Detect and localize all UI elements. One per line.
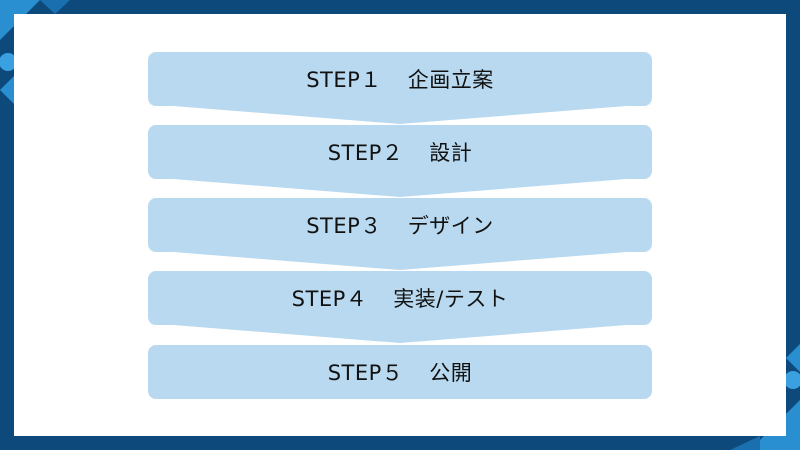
step-1-arrow [148, 104, 652, 124]
step-3-box: STEP３ デザイン [148, 198, 652, 252]
step-2-arrow [148, 177, 652, 197]
step-1-label: 企画立案 [407, 68, 494, 92]
step-4-box: STEP４ 実装/テスト [148, 271, 652, 325]
step-2-number: STEP２ [327, 141, 404, 165]
step-2-label: 設計 [429, 141, 473, 165]
step-3-label: デザイン [407, 214, 494, 238]
step-4-number: STEP４ [291, 287, 368, 311]
step-1-number: STEP１ [306, 68, 382, 92]
step-1-box: STEP１ 企画立案 [148, 52, 652, 106]
step-5-label: 公開 [429, 361, 473, 385]
step-4-label: 実装/テスト [393, 287, 509, 311]
step-3-number: STEP３ [306, 214, 382, 238]
step-3-arrow [148, 250, 652, 270]
step-4-arrow [148, 323, 652, 343]
step-5-box: STEP５ 公開 [148, 345, 652, 399]
step-5-number: STEP５ [327, 361, 404, 385]
step-2-box: STEP２ 設計 [148, 125, 652, 179]
